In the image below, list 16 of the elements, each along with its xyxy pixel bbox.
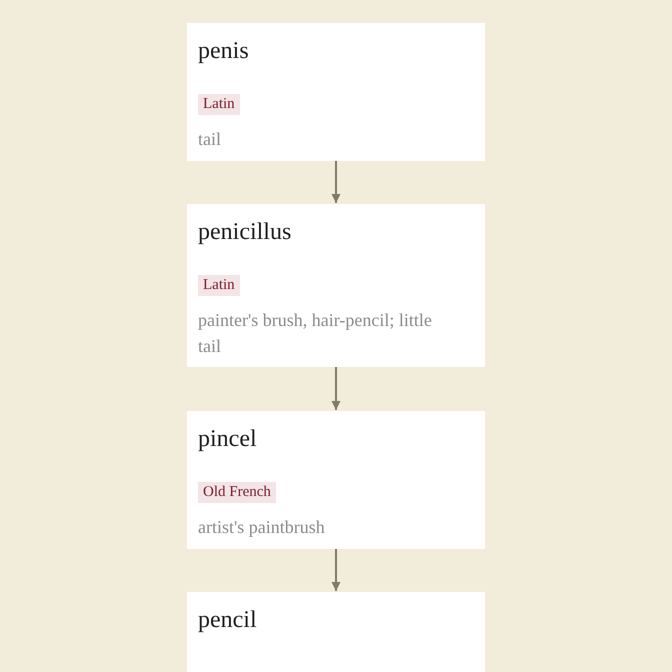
headword: pincel: [198, 425, 257, 454]
arrow: [332, 549, 340, 591]
gloss-text: artist's paintbrush: [198, 516, 326, 539]
arrow: [332, 161, 340, 203]
language-tag: Latin: [198, 94, 240, 115]
gloss-text: tail: [198, 128, 222, 151]
headword: pencil: [198, 606, 257, 635]
headword: penis: [198, 37, 249, 66]
arrow: [332, 367, 340, 410]
language-tag: Latin: [198, 275, 240, 296]
word-card: [187, 23, 485, 161]
headword: penicillus: [198, 218, 292, 247]
gloss-text: painter's brush, hair-pencil; little tail: [198, 309, 433, 358]
language-tag: Old French: [198, 482, 276, 503]
word-card: [187, 204, 485, 367]
word-card: [187, 411, 485, 549]
